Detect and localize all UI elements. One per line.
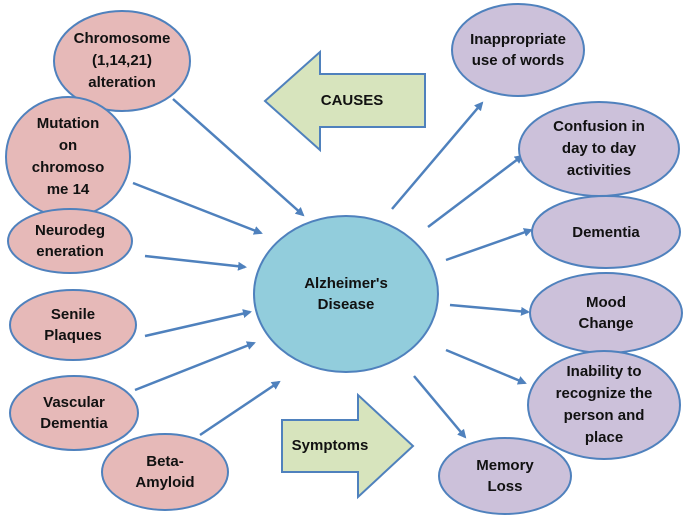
connector-arrow-mutation-chromosome-14 (132, 181, 263, 235)
symptom-ellipse-inappropriate-words (451, 3, 585, 97)
cause-ellipse-beta-amyloid (101, 433, 229, 511)
connector-arrow-chromosome-alteration (172, 98, 305, 217)
connector-arrow-inability-recognize (445, 348, 527, 385)
causes-block-arrow (263, 49, 426, 153)
symptom-ellipse-memory-loss (438, 437, 572, 515)
shape-layer (5, 3, 683, 515)
connector-arrow-neurodegeneration (144, 254, 247, 271)
symptoms-block-arrow (281, 392, 415, 500)
connector-arrow-confusion (427, 154, 524, 228)
connector-arrow-inappropriate-words (391, 101, 484, 210)
connector-layer (132, 98, 533, 439)
symptom-ellipse-confusion (518, 101, 680, 197)
connector-arrow-dementia (445, 228, 533, 262)
symptom-ellipse-dementia (531, 195, 681, 269)
center-ellipse (253, 215, 439, 373)
connector-arrow-mood-change (449, 303, 530, 316)
symptom-ellipse-inability-recognize (527, 350, 681, 460)
cause-ellipse-mutation-chromosome-14 (5, 96, 131, 218)
symptom-ellipse-mood-change (529, 272, 683, 354)
cause-ellipse-vascular-dementia (9, 375, 139, 451)
cause-ellipse-neurodegeneration (7, 208, 133, 274)
cause-ellipse-chromosome-alteration (53, 10, 191, 112)
cause-ellipse-senile-plaques (9, 289, 137, 361)
connector-arrow-beta-amyloid (199, 380, 281, 437)
connector-arrow-senile-plaques (144, 309, 252, 338)
connector-arrow-vascular-dementia (134, 341, 256, 392)
connector-arrow-memory-loss (413, 375, 467, 439)
